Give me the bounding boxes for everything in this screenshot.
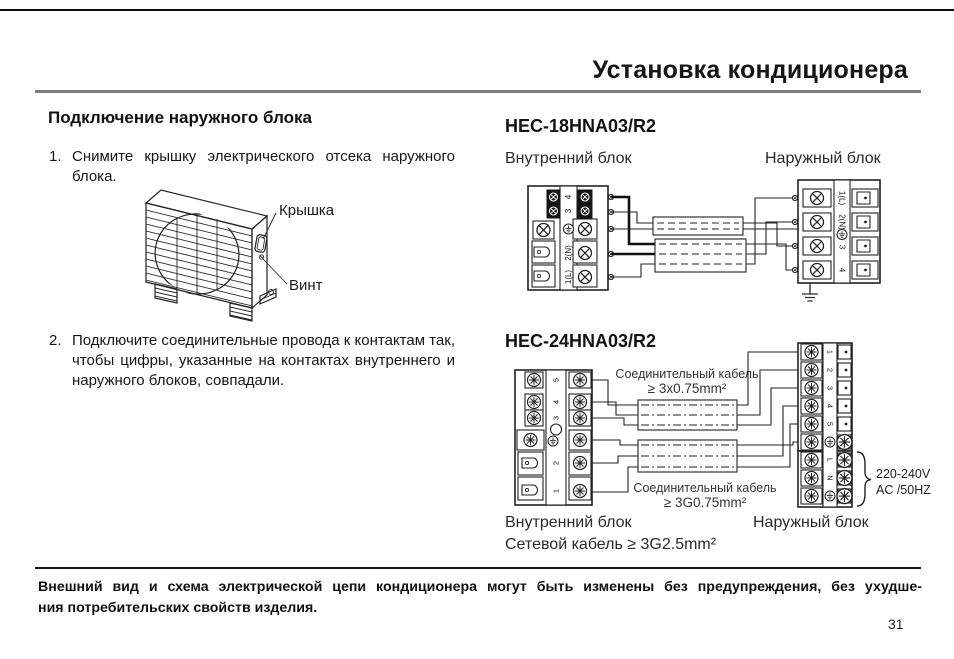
hec24-outdoor-screws xyxy=(800,343,823,505)
hec24-model: HEC-24HNA03/R2 xyxy=(505,331,657,351)
electric-cover xyxy=(254,234,268,253)
hec24-cable1-size: ≥ 3x0.75mm² xyxy=(648,381,727,396)
hec24-cable2-size: ≥ 3G0.75mm² xyxy=(664,495,747,510)
grille-louvers xyxy=(146,209,252,307)
hec18-indoor-terminal-3: 3 xyxy=(564,208,573,213)
top-rule xyxy=(0,9,954,11)
screw-pointer-line xyxy=(262,258,288,285)
hec24-indoor-ground-icon xyxy=(547,435,559,447)
power-supply-voltage: 220-240V xyxy=(876,467,931,481)
hec24-indoor-terminal-3: 3 xyxy=(552,416,561,420)
fan-grille xyxy=(154,211,240,297)
hec24-outdoor-label: Наружный блок xyxy=(753,514,869,531)
hec18-wires xyxy=(611,195,819,302)
hec24-wiring-diagram: 5 4 3 2 1 xyxy=(514,342,931,510)
mounting-feet xyxy=(154,283,277,322)
hec24-indoor-terminal-4: 4 xyxy=(552,400,561,404)
footer-note: Внешний вид и схема электрической цепи к… xyxy=(38,579,922,616)
hec18-wiring-diagram: 4 3 2(N) 1(L) xyxy=(527,179,881,302)
hec24-outdoor-terminal-n: N xyxy=(826,475,835,480)
hec24-indoor-terminal-5: 5 xyxy=(552,378,561,382)
hec24-power-cable-label: Сетевой кабель ≥ 3G2.5mm² xyxy=(505,536,717,553)
hec18-outdoor-terminal-2n: 2(N) xyxy=(838,214,847,230)
hec18-indoor-terminal-2n: 2(N) xyxy=(564,245,573,261)
hec24-outdoor-terminal-2: 2 xyxy=(826,368,835,372)
step-2: 2. Подключите соединительные провода к к… xyxy=(49,331,455,391)
hec18-indoor-label: Внутренний блок xyxy=(505,150,632,167)
hec24-indoor-terminal-1: 1 xyxy=(552,489,561,493)
hec24-outdoor-terminal-l: L xyxy=(826,458,835,462)
step-1-number: 1. xyxy=(49,148,62,165)
step-1: 1. Снимите крышку электрического отсека … xyxy=(49,147,455,187)
hec24-outdoor-terminal-5: 5 xyxy=(826,422,835,426)
step-2-text: Подключите соединительные провода к конт… xyxy=(72,332,455,389)
hec24-outdoor-connectors xyxy=(836,344,853,505)
outdoor-unit-figure: Крышка Винт xyxy=(144,189,335,322)
cover-screw xyxy=(258,254,265,260)
hec18-outdoor-terminal-3: 3 xyxy=(838,245,847,250)
step-1-text: Снимите крышку электрического отсека нар… xyxy=(72,148,455,185)
hec24-outdoor-ground-icon xyxy=(824,436,836,448)
hec24-outdoor-block: 1 2 3 4 5 L N xyxy=(797,342,853,508)
hec18-indoor-ground-icon xyxy=(563,223,574,235)
footer-rule xyxy=(35,567,921,569)
hec24-wires xyxy=(592,351,800,493)
title-underline xyxy=(35,90,921,93)
hec24-outdoor-terminal-3: 3 xyxy=(826,386,835,390)
hec18-indoor-terminal-4: 4 xyxy=(564,194,573,199)
power-brace xyxy=(856,451,872,507)
hec24-indoor-terminal-2: 2 xyxy=(552,461,561,465)
hec24-outdoor-ground2-icon xyxy=(824,490,836,502)
hec18-outdoor-terminal-4: 4 xyxy=(838,268,847,273)
power-supply-frequency: AC /50HZ xyxy=(876,483,931,497)
section-heading: Подключение наружного блока xyxy=(48,108,312,127)
hec24-indoor-block: 5 4 3 2 1 xyxy=(514,369,593,506)
page-title: Установка кондиционера xyxy=(592,56,908,84)
page-number: 31 xyxy=(888,616,904,632)
hec24-cable1-label: Соединительный кабель xyxy=(615,367,758,381)
hec18-outdoor-terminal-1l: 1(L) xyxy=(838,191,847,206)
hec24-indoor-label: Внутренний блок xyxy=(505,514,632,531)
hec24-outdoor-terminal-1: 1 xyxy=(826,350,835,354)
hec18-indoor-block: 4 3 2(N) 1(L) xyxy=(527,185,615,291)
cover-label: Крышка xyxy=(279,202,335,219)
cover-pointer-line xyxy=(262,212,277,240)
screw-label: Винт xyxy=(289,277,323,294)
hec24-outdoor-terminal-4: 4 xyxy=(826,404,835,408)
hec18-indoor-terminal-1l: 1(L) xyxy=(564,270,573,285)
step-2-number: 2. xyxy=(49,332,62,349)
hec18-outdoor-ground-icon xyxy=(836,229,848,240)
hec18-outdoor-label: Наружный блок xyxy=(765,150,881,167)
hec18-earth-icon xyxy=(801,284,819,302)
hec24-cable2-label: Соединительный кабель xyxy=(633,481,776,495)
hec18-outdoor-block: 1(L) 2(N) 3 4 xyxy=(791,179,881,284)
hec24-indoor-hole xyxy=(549,423,563,436)
hec18-model: HEC-18HNA03/R2 xyxy=(505,116,657,136)
